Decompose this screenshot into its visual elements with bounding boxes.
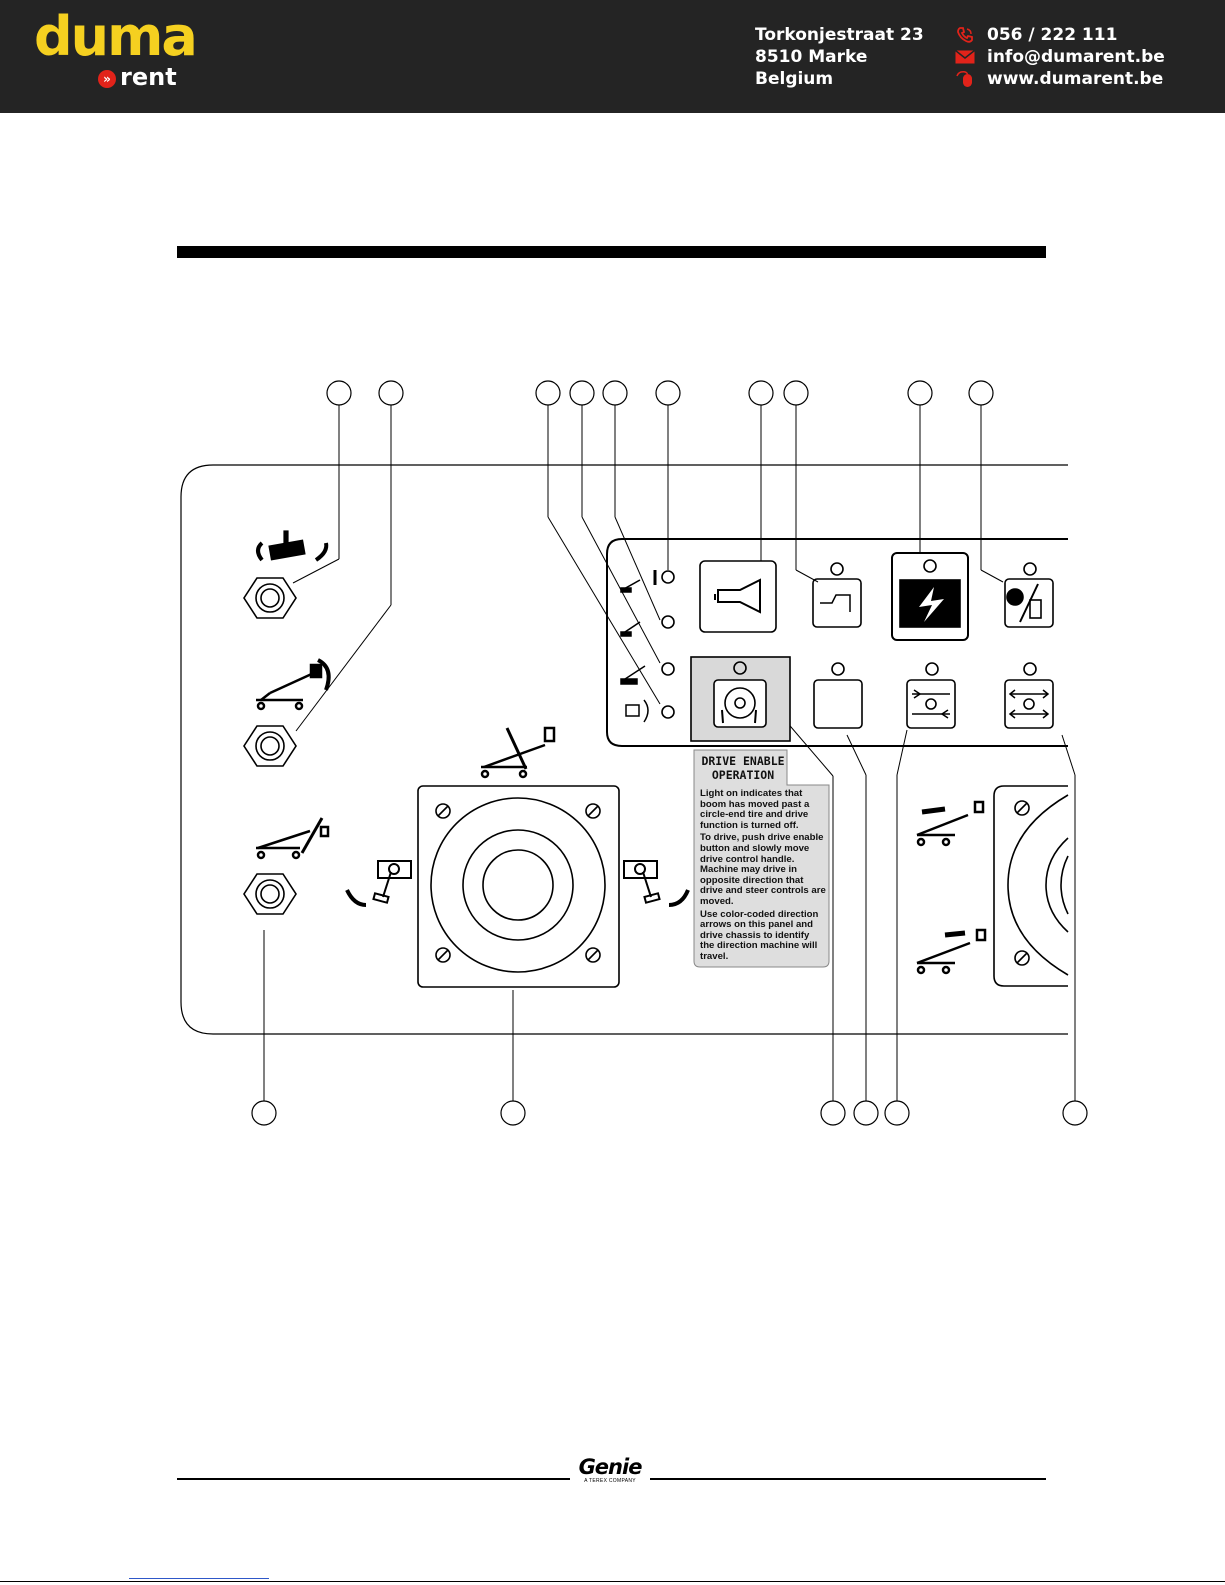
- duma-rent-logo: duma »rent: [34, 10, 198, 96]
- label-paragraph: Use color-coded direction arrows on this…: [700, 908, 819, 962]
- footer-rule-right: [650, 1478, 1046, 1480]
- contact-email: info@dumarent.be: [955, 46, 1165, 68]
- steer-left-symbol: [345, 860, 412, 907]
- mouse-icon: [955, 70, 975, 88]
- steer-right-symbol: [623, 860, 690, 907]
- logo-sub: »rent: [98, 65, 177, 89]
- boom-retract-symbol: [916, 800, 985, 847]
- glow-plug-button: [1004, 562, 1054, 628]
- footer-rule-left: [177, 1478, 570, 1480]
- blank-button: [813, 662, 863, 729]
- panel-outline: [180, 464, 1068, 1035]
- jib-symbol: [256, 658, 331, 711]
- foot-switch-button: [812, 562, 862, 628]
- mail-icon: [955, 48, 975, 66]
- drive-enable-label: DRIVE ENABLE OPERATION Light on indicate…: [693, 749, 830, 968]
- platform-rotate-symbol: [256, 530, 329, 562]
- address-street: Torkonjestraat 23: [755, 25, 924, 45]
- genie-tagline: A TEREX COMPANY: [584, 1478, 636, 1484]
- right-joystick-partial: [993, 785, 1069, 987]
- indicator-lights: [661, 570, 675, 719]
- label-body: Light on indicates that boom has moved p…: [700, 788, 826, 965]
- boom-extend-right-symbol: [916, 928, 987, 975]
- genie-wordmark: Genie: [578, 1455, 643, 1479]
- boom-extend-symbol: [256, 817, 330, 860]
- company-address: Torkonjestraat 23 8510 Marke Belgium: [755, 24, 924, 90]
- callout-circles-top: [326, 380, 994, 406]
- label-background: [693, 749, 830, 968]
- address-city: 8510 Marke: [755, 47, 868, 67]
- label-title-line2: OPERATION: [711, 768, 775, 782]
- phone-icon: [955, 26, 975, 44]
- boom-drive-symbol: [480, 726, 556, 779]
- page-header: duma »rent Torkonjestraat 23 8510 Marke …: [0, 0, 1225, 113]
- contact-web-text[interactable]: www.dumarent.be: [987, 69, 1164, 89]
- drive-joystick: [417, 785, 620, 988]
- page-bottom-line: [0, 1581, 1225, 1582]
- label-title-line1: DRIVE ENABLE: [701, 754, 785, 768]
- label-title: DRIVE ENABLE OPERATION: [693, 754, 793, 782]
- boom-position-icons: [620, 570, 657, 723]
- bottom-link-mark: [129, 1578, 269, 1579]
- contact-web: www.dumarent.be: [955, 68, 1165, 90]
- steer-mode-button-1: [906, 662, 956, 729]
- hex-switches: [243, 577, 297, 915]
- logo-word: duma: [34, 5, 198, 68]
- contact-email-text[interactable]: info@dumarent.be: [987, 47, 1165, 67]
- drive-enable-button: [690, 656, 791, 742]
- horn-button: [699, 560, 777, 633]
- address-country: Belgium: [755, 69, 834, 89]
- battery-button: [891, 552, 969, 641]
- company-contacts: 056 / 222 111 info@dumarent.be www.dumar…: [955, 24, 1165, 90]
- section-rule: [177, 246, 1046, 258]
- genie-logo: Genie A TEREX COMPANY: [575, 1456, 645, 1484]
- label-paragraph: To drive, push drive enable button and s…: [700, 832, 826, 907]
- chevron-icon: »: [98, 70, 116, 88]
- steer-mode-button-2: [1004, 662, 1054, 729]
- contact-phone: 056 / 222 111: [955, 24, 1165, 46]
- contact-phone-text[interactable]: 056 / 222 111: [987, 25, 1118, 45]
- label-paragraph: Light on indicates that boom has moved p…: [700, 788, 810, 831]
- indicator-bezel: [606, 538, 1068, 747]
- logo-sub-text: rent: [120, 63, 177, 91]
- leader-lines: [263, 405, 1076, 1101]
- callout-circles-bottom: [251, 1100, 1088, 1126]
